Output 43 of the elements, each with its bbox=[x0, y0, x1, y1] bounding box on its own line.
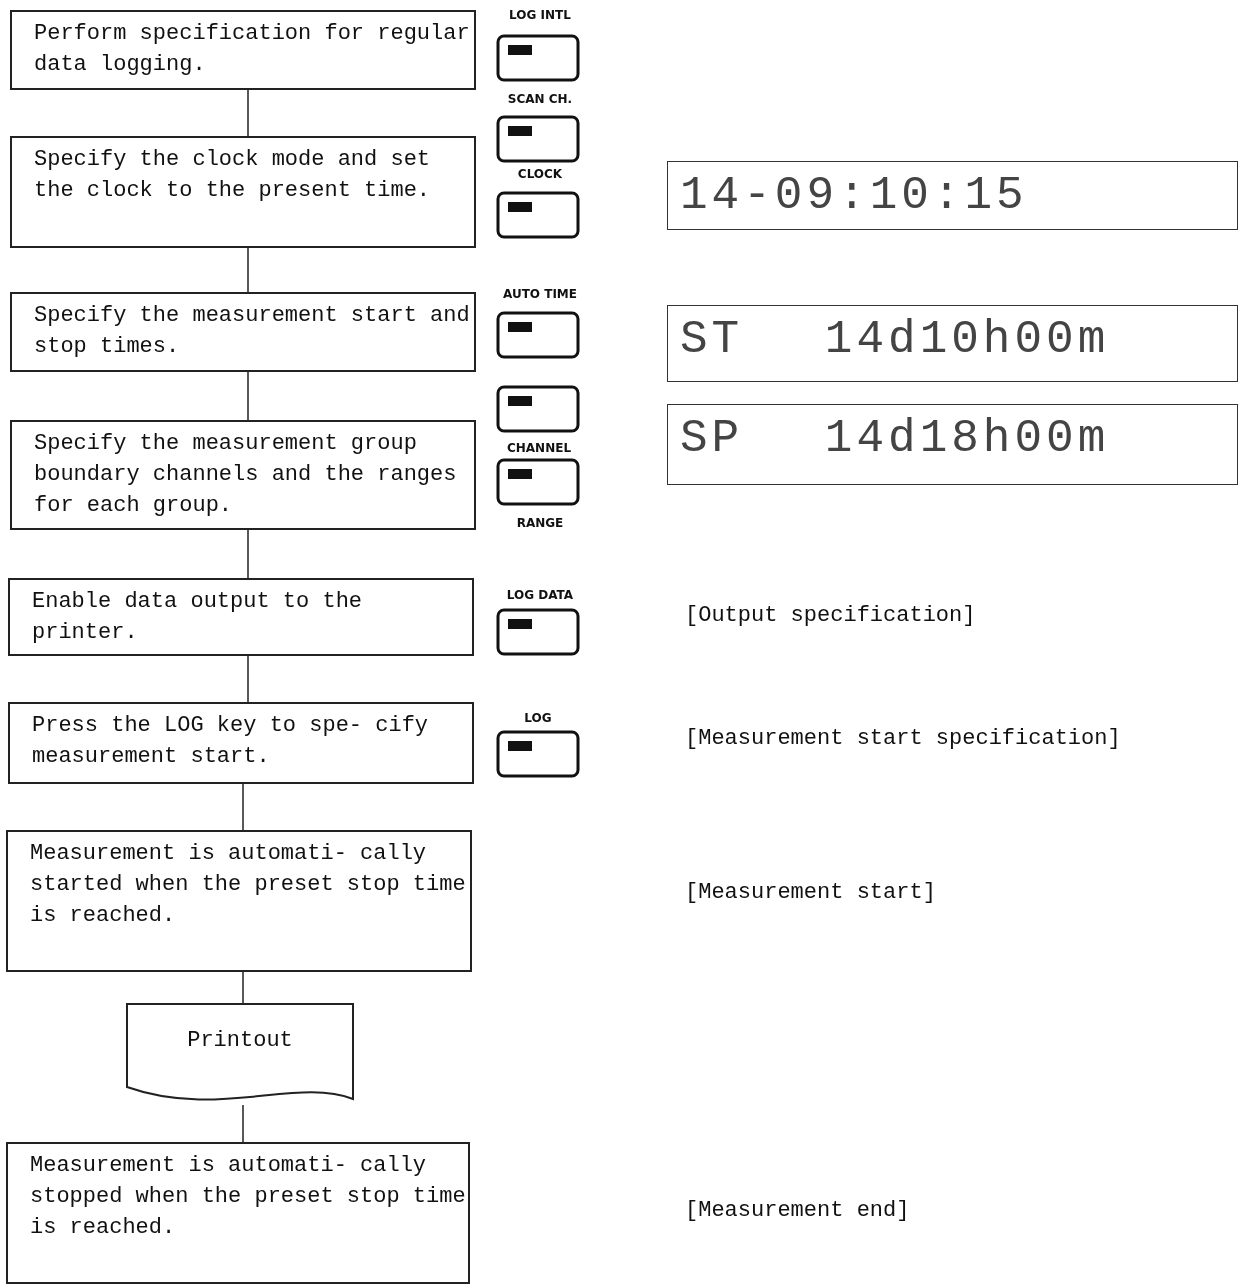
step-text: Specify the measurement start and stop times. bbox=[33, 302, 471, 361]
step-text: Enable data output to the printer. bbox=[31, 588, 364, 647]
step-text: Measurement is automati- cally stopped when the preset stop time is reached. bbox=[29, 1152, 467, 1242]
stage-label: [Output specification] bbox=[685, 603, 976, 628]
process-box bbox=[10, 420, 476, 530]
step-text: Printout bbox=[186, 1027, 294, 1055]
stage-label: [Measurement end] bbox=[685, 1198, 910, 1223]
connector-line bbox=[247, 247, 249, 293]
key-label: LOG INTL bbox=[509, 8, 571, 22]
connector-line bbox=[247, 529, 249, 579]
key-label: LOG bbox=[524, 711, 552, 725]
process-box bbox=[10, 136, 476, 248]
key-label: LOG DATA bbox=[506, 588, 574, 602]
step-text: Measurement is automati- cally started when the preset stop time is reached. bbox=[29, 840, 467, 930]
key-label: RANGE bbox=[516, 516, 564, 530]
connector-line bbox=[242, 971, 244, 1004]
key-label: AUTO TIME bbox=[503, 287, 577, 301]
stage-label: [Measurement start specification] bbox=[685, 726, 1121, 751]
display-readout: SP 14d18h00m bbox=[679, 412, 1111, 467]
key-label: SCAN CH. bbox=[507, 92, 573, 106]
process-box bbox=[8, 578, 474, 656]
step-text: Specify the measurement group boundary channels and the ranges for each group. bbox=[33, 430, 458, 520]
connector-line bbox=[247, 371, 249, 421]
display-panel bbox=[667, 404, 1238, 485]
step-text: Press the LOG key to spe- cify measurement start. bbox=[31, 712, 430, 771]
process-box bbox=[6, 830, 472, 972]
stage-label: [Measurement start] bbox=[685, 880, 936, 905]
step-text: Specify the clock mode and set the clock to the present time. bbox=[33, 146, 432, 205]
process-box bbox=[8, 702, 474, 784]
display-readout: 14-09:10:15 bbox=[679, 169, 1029, 224]
key-label: CLOCK bbox=[517, 167, 563, 181]
process-box bbox=[10, 292, 476, 372]
display-panel bbox=[667, 305, 1238, 382]
connector-line bbox=[247, 655, 249, 703]
display-panel bbox=[667, 161, 1238, 230]
step-text: Perform specification for regular data logging. bbox=[33, 20, 471, 79]
connector-line bbox=[242, 1104, 244, 1143]
process-box bbox=[6, 1142, 470, 1284]
process-box bbox=[10, 10, 476, 90]
display-readout: ST 14d10h00m bbox=[679, 313, 1111, 368]
key-label: CHANNEL bbox=[506, 441, 572, 455]
connector-line bbox=[242, 783, 244, 831]
connector-line bbox=[247, 89, 249, 137]
